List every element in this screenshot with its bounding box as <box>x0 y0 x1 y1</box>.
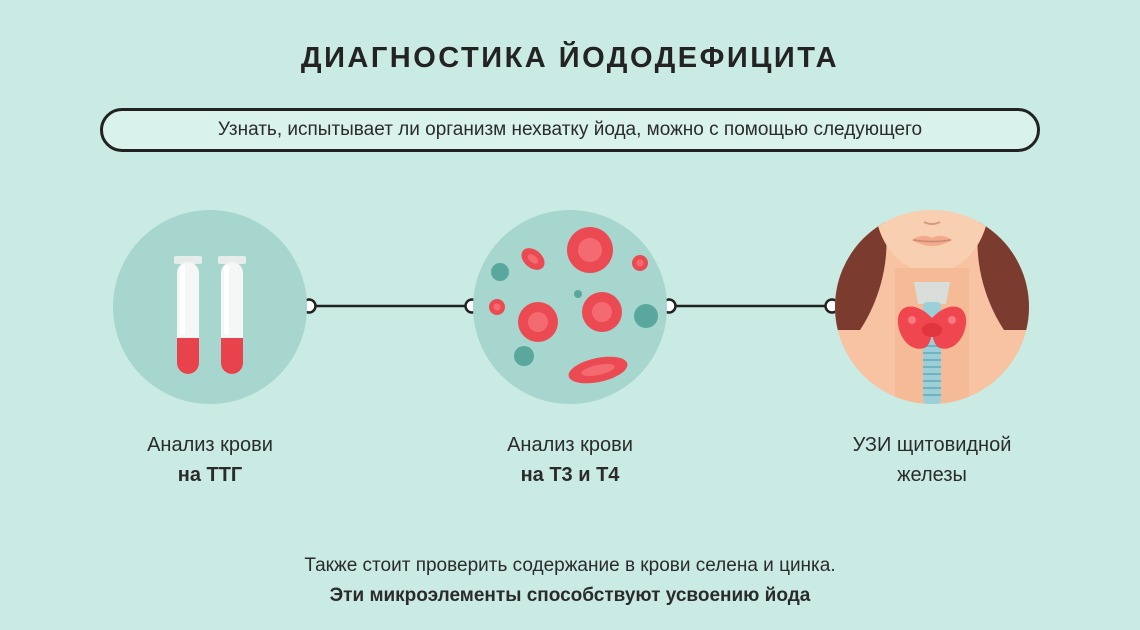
connector-left <box>301 298 480 314</box>
connector-right <box>661 298 840 314</box>
footer-line1: Также стоит проверить содержание в крови… <box>304 555 836 576</box>
footer-note: Также стоит проверить содержание в крови… <box>0 551 1140 611</box>
method-caption-line2: на Т3 и Т4 <box>520 464 620 486</box>
subtitle-banner: Узнать, испытывает ли организм нехватку … <box>100 108 1040 152</box>
test-tubes-icon <box>113 210 307 404</box>
page-title: ДИАГНОСТИКА ЙОДОДЕФИЦИТА <box>300 42 840 74</box>
blood-cells-icon <box>473 210 667 404</box>
method-caption-t3-t4: Анализ крови на Т3 и Т4 <box>440 430 700 490</box>
method-caption-line1: УЗИ щитовидной <box>852 434 1012 456</box>
method-caption-tsh: Анализ крови на ТТГ <box>80 430 340 490</box>
method-caption-line2: на ТТГ <box>177 464 243 486</box>
method-caption-ultrasound: УЗИ щитовидной железы <box>802 430 1062 490</box>
method-caption-line1: Анализ крови <box>147 434 273 456</box>
thyroid-icon <box>835 210 1029 404</box>
method-caption-line1: Анализ крови <box>507 434 633 456</box>
method-caption-line2: железы <box>897 464 967 486</box>
subtitle-text: Узнать, испытывает ли организм нехватку … <box>217 119 923 140</box>
footer-line2: Эти микроэлементы способствуют усвоению … <box>329 585 811 606</box>
